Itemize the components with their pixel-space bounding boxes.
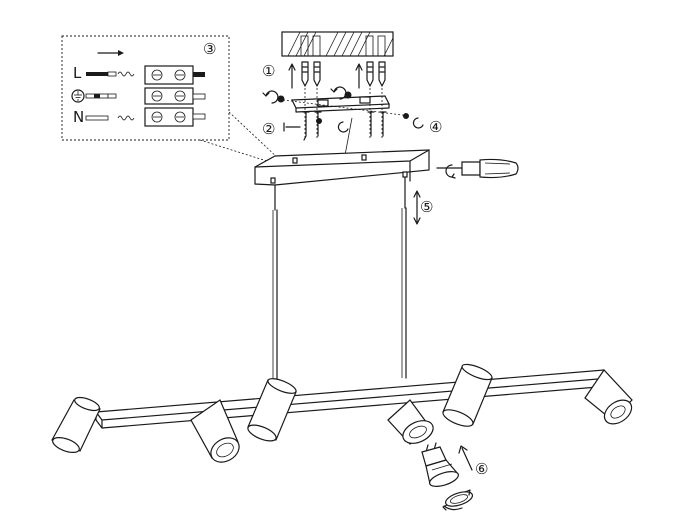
spotlight	[584, 369, 633, 425]
step-label-1: ①	[262, 62, 275, 80]
spotlight	[442, 363, 493, 427]
step-label-6: ⑥	[475, 460, 488, 478]
spotlight	[247, 378, 297, 442]
wall-plugs	[288, 61, 386, 89]
spotlight	[387, 399, 434, 445]
spotlight	[190, 399, 240, 463]
step-label-3: ③	[203, 40, 216, 58]
wiring-inset: L N	[61, 35, 281, 163]
ground-icon	[71, 89, 85, 103]
fixture-bar	[94, 369, 612, 429]
step-label-4: ④	[429, 118, 442, 136]
terminal-block	[144, 65, 206, 127]
mounting-bracket	[262, 86, 424, 156]
wiring-label-neutral: N	[73, 108, 84, 126]
canopy	[254, 149, 430, 186]
spotlight	[51, 396, 101, 453]
screwdriver-icon	[436, 158, 519, 179]
wiring-label-live: L	[73, 64, 82, 82]
arrow-right-icon	[97, 50, 124, 56]
suspension-cables	[272, 177, 421, 381]
bulb-assembly	[421, 442, 474, 511]
step-label-2: ②	[262, 120, 275, 138]
ceiling	[281, 31, 394, 57]
step-label-5: ⑤	[420, 198, 433, 216]
